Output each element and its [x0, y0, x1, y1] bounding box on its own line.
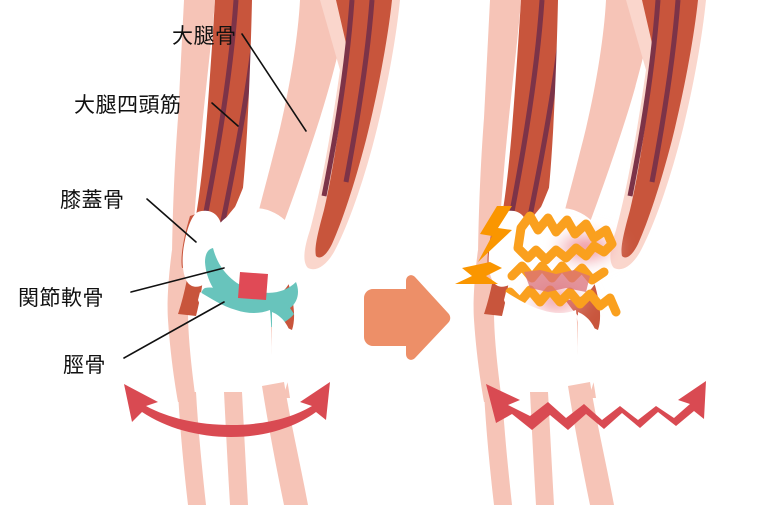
lower-leg-healthy	[178, 382, 308, 505]
label-quadriceps: 大腿四頭筋	[74, 93, 182, 117]
label-tibia: 脛骨	[63, 353, 106, 377]
leader-line-tibia	[123, 301, 225, 359]
tibia-bone-healthy	[198, 292, 293, 440]
label-femur: 大腿骨	[172, 24, 237, 48]
label-cartilage: 関節軟骨	[18, 286, 104, 310]
meniscus-healthy	[238, 272, 268, 300]
worn-cartilage-damage	[505, 211, 621, 317]
annotation-layer: 大腿骨 大腿四頭筋 膝蓋骨 関節軟骨 脛骨	[18, 24, 307, 377]
posterior-thigh-healthy	[304, 0, 400, 270]
smooth-motion-arrow	[124, 382, 330, 437]
leader-line-quadriceps	[211, 102, 239, 127]
jagged-motion-arrow	[486, 381, 706, 430]
damaged-knee-panel	[455, 0, 706, 505]
leader-line-femur	[241, 33, 307, 132]
pain-lightning-bolts	[455, 206, 512, 284]
leader-line-patella	[146, 198, 197, 243]
femur-bone-healthy	[210, 0, 300, 301]
posterior-thigh-damaged	[610, 0, 706, 270]
leader-line-cartilage	[130, 267, 225, 293]
articular-cartilage-tibial-healthy	[201, 287, 294, 329]
transition-arrow	[364, 275, 451, 360]
tibia-bone-damaged	[504, 292, 599, 440]
label-patella: 膝蓋骨	[60, 188, 125, 212]
healthy-knee-panel	[124, 0, 400, 505]
